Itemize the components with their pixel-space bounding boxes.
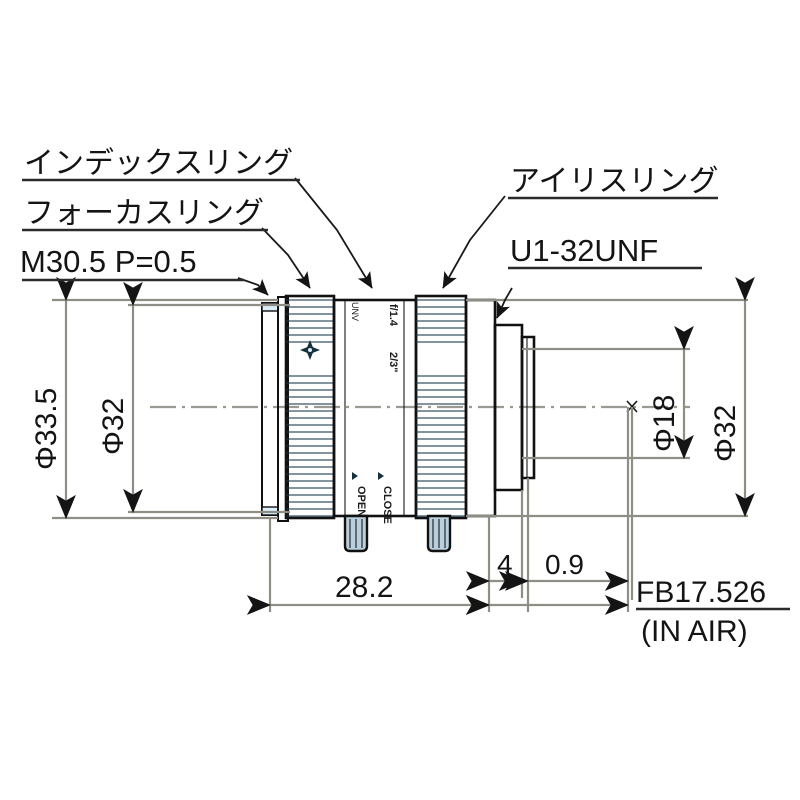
callout-focus-ring-label: フォーカスリング [24,197,264,230]
iris-lock-screw [426,514,452,553]
dim-len-28-2-label: 28.2 [335,571,393,604]
barrel-markings: UNV f/1.4 2/3" OPEN CLOSE [350,302,399,524]
leader-mount-u1 [496,287,513,319]
leader-focus-ring [261,227,311,289]
barrel-aperture-text: f/1.4 [387,304,399,327]
iris-close-text: CLOSE [381,486,393,524]
dim-dia-33-5: Φ33.5 [30,276,76,520]
open-pointer-icon [352,472,358,480]
dim-flange-back-label: FB17.526 [636,576,766,609]
focus-index-mark [300,340,320,360]
dim-dia-32-right-label: Φ32 [709,405,742,462]
dim-dia-18-label: Φ18 [648,395,681,452]
close-pointer-icon [378,472,384,480]
callout-thread-m305-label: M30.5 P=0.5 [20,244,197,279]
callout-index-ring-label: インデックスリング [24,147,293,180]
leader-thread-m305 [237,277,269,296]
dim-dia-32-left: Φ32 [97,281,143,514]
dim-flange-back-note-label: (IN AIR) [641,615,748,648]
extension-lines [52,298,748,520]
barrel-format-text: 2/3" [387,352,399,373]
dim-dia-32-left-label: Φ32 [97,398,130,455]
dim-flange-back: FB17.526 (IN AIR) [465,576,790,648]
focus-lock-screw [343,514,369,553]
iris-open-text: OPEN [355,486,367,517]
iris-ring-knurling [416,299,466,517]
dim-len-0-9: 0.9 [504,549,630,591]
front-flange [277,296,289,522]
dim-len-4: 4 [465,549,524,591]
dim-len-28-2: 28.2 [246,571,491,615]
focus-ring-knurling [286,299,334,517]
callout-iris-ring-label: アイリスリング [510,165,719,198]
leader-iris-ring [442,195,506,289]
callout-mount-u1-label: U1-32UNF [510,233,658,268]
leader-index-ring [294,177,373,289]
dim-len-0-9-label: 0.9 [545,549,584,580]
dim-dia-33-5-label: Φ33.5 [30,388,63,470]
dim-len-4-label: 4 [497,549,513,580]
callout-underlines [22,178,718,282]
lens-body: UNV f/1.4 2/3" OPEN CLOSE [261,294,536,553]
callout-leaders [237,177,513,319]
dim-dia-32-right: Φ32 [709,276,755,518]
barrel-brand-text: UNV [350,302,360,321]
dim-dia-18: Φ18 [626,325,694,600]
mount-thread-u1-32unf [520,335,536,480]
front-thread-barrel [261,302,279,516]
